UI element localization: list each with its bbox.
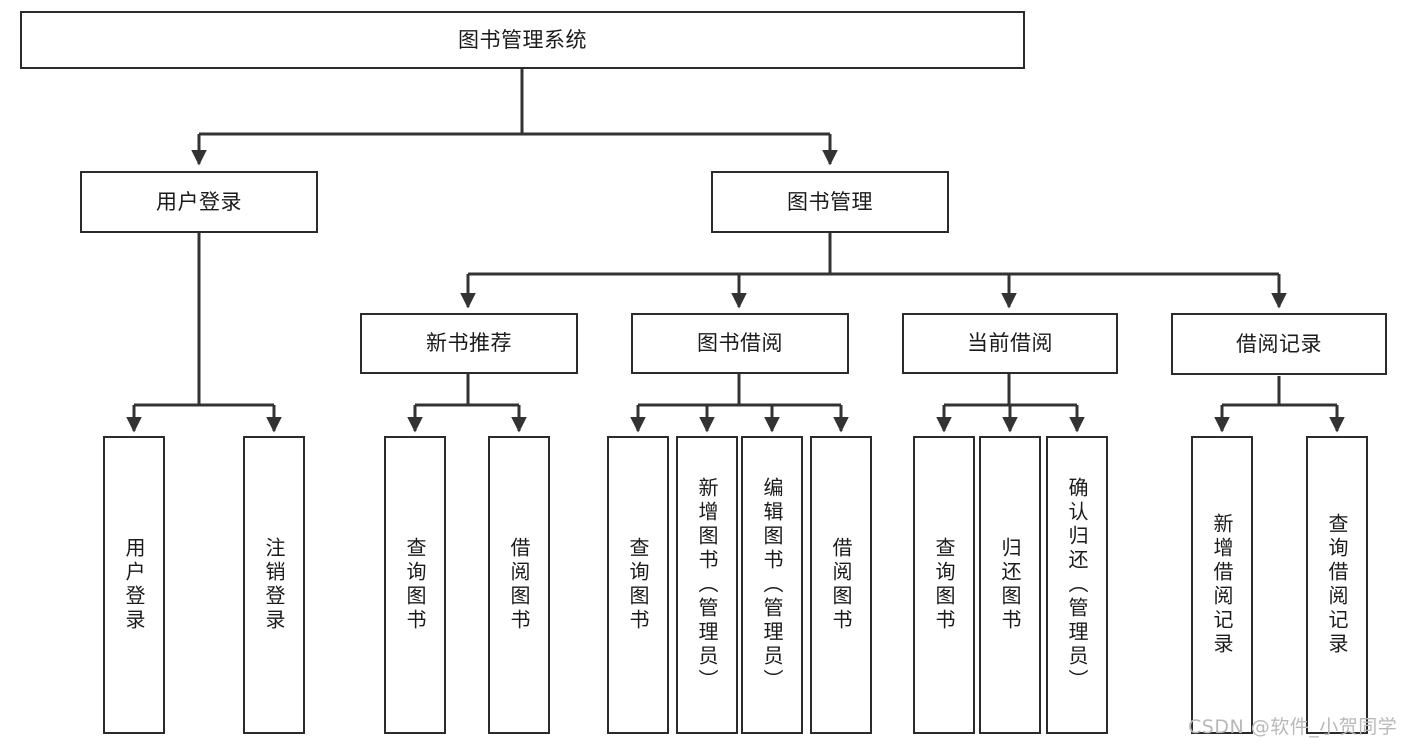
leaf-book-borrow-2[interactable]: 新增图书（管理员）	[676, 436, 738, 734]
node-label: 新增借阅记录	[1210, 513, 1234, 657]
node-label: 借阅记录	[1236, 331, 1322, 356]
node-user-login[interactable]: 用户登录	[80, 171, 318, 233]
leaf-book-borrow-4[interactable]: 借阅图书	[810, 436, 872, 734]
leaf-user-login-2[interactable]: 注销登录	[243, 436, 305, 734]
node-label: 借阅图书	[829, 537, 853, 633]
node-root-system[interactable]: 图书管理系统	[20, 11, 1025, 69]
leaf-book-borrow-3[interactable]: 编辑图书（管理员）	[741, 436, 803, 734]
node-label: 当前借阅	[967, 331, 1053, 355]
leaf-new-book-2[interactable]: 借阅图书	[488, 436, 550, 734]
leaf-new-book-1[interactable]: 查询图书	[384, 436, 446, 734]
node-new-book-recommend[interactable]: 新书推荐	[360, 313, 578, 374]
node-label: 新增图书（管理员）	[695, 477, 719, 693]
leaf-borrow-record-2[interactable]: 查询借阅记录	[1306, 436, 1368, 734]
node-label: 借阅图书	[507, 537, 531, 633]
node-label: 图书借阅	[697, 331, 783, 355]
watermark-text: CSDN @软件_小贺同学	[1188, 716, 1398, 738]
node-label: 查询图书	[403, 537, 427, 633]
node-label: 查询图书	[626, 537, 650, 633]
node-label: 新书推荐	[426, 331, 512, 355]
leaf-book-borrow-1[interactable]: 查询图书	[607, 436, 669, 734]
leaf-current-borrow-2[interactable]: 归还图书	[979, 436, 1041, 734]
node-label: 用户登录	[122, 537, 146, 633]
leaf-current-borrow-3[interactable]: 确认归还（管理员）	[1046, 436, 1108, 734]
node-label: 编辑图书（管理员）	[760, 477, 784, 693]
node-book-management[interactable]: 图书管理	[711, 171, 949, 233]
leaf-user-login-1[interactable]: 用户登录	[103, 436, 165, 734]
node-label: 确认归还（管理员）	[1065, 477, 1089, 693]
node-label: 查询图书	[932, 537, 956, 633]
leaf-borrow-record-1[interactable]: 新增借阅记录	[1191, 436, 1253, 734]
node-label: 查询借阅记录	[1325, 513, 1349, 657]
node-borrow-record[interactable]: 借阅记录	[1171, 313, 1387, 375]
leaf-current-borrow-1[interactable]: 查询图书	[913, 436, 975, 734]
node-current-borrow[interactable]: 当前借阅	[902, 313, 1118, 374]
node-label: 图书管理	[787, 189, 873, 214]
node-label: 归还图书	[998, 537, 1022, 633]
node-label: 用户登录	[156, 189, 242, 214]
node-label: 图书管理系统	[458, 27, 587, 52]
node-label: 注销登录	[262, 537, 286, 633]
node-book-borrow[interactable]: 图书借阅	[631, 313, 849, 374]
